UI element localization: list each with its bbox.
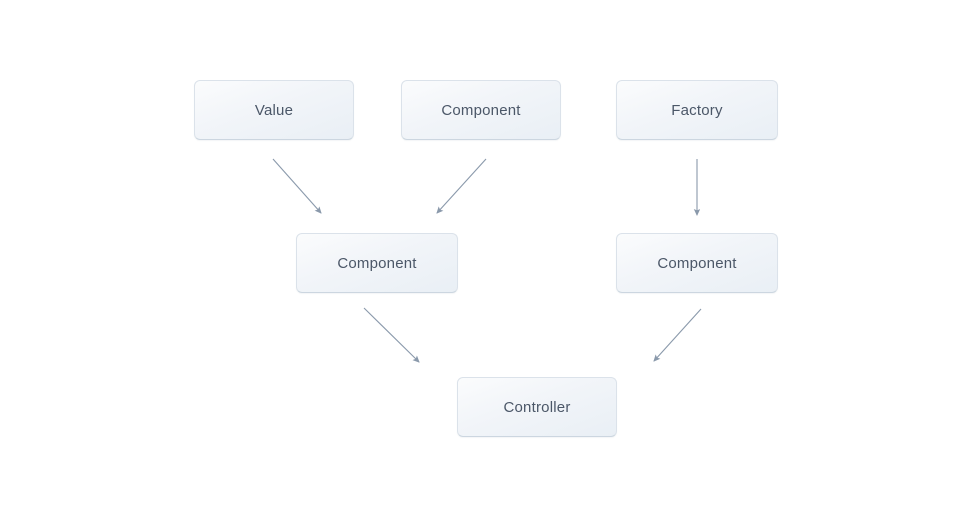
node-component-top[interactable]: Component <box>401 80 561 140</box>
node-controller[interactable]: Controller <box>457 377 617 437</box>
node-label-factory: Factory <box>671 101 723 119</box>
node-label-component-top: Component <box>441 101 521 119</box>
node-value[interactable]: Value <box>194 80 354 140</box>
node-label-value: Value <box>254 101 294 119</box>
edge-component-mid-right-to-controller <box>653 308 702 362</box>
node-component-mid-right[interactable]: Component <box>616 233 778 293</box>
node-label-component-mid-right: Component <box>657 254 737 272</box>
node-label-component-mid-left: Component <box>337 254 417 272</box>
node-factory[interactable]: Factory <box>616 80 778 140</box>
edge-component-mid-left-to-controller <box>363 307 420 363</box>
node-label-controller: Controller <box>503 398 571 416</box>
edge-value-to-component-mid-left <box>272 158 322 214</box>
edge-component-top-to-component-mid-left <box>436 158 487 214</box>
node-component-mid-left[interactable]: Component <box>296 233 458 293</box>
